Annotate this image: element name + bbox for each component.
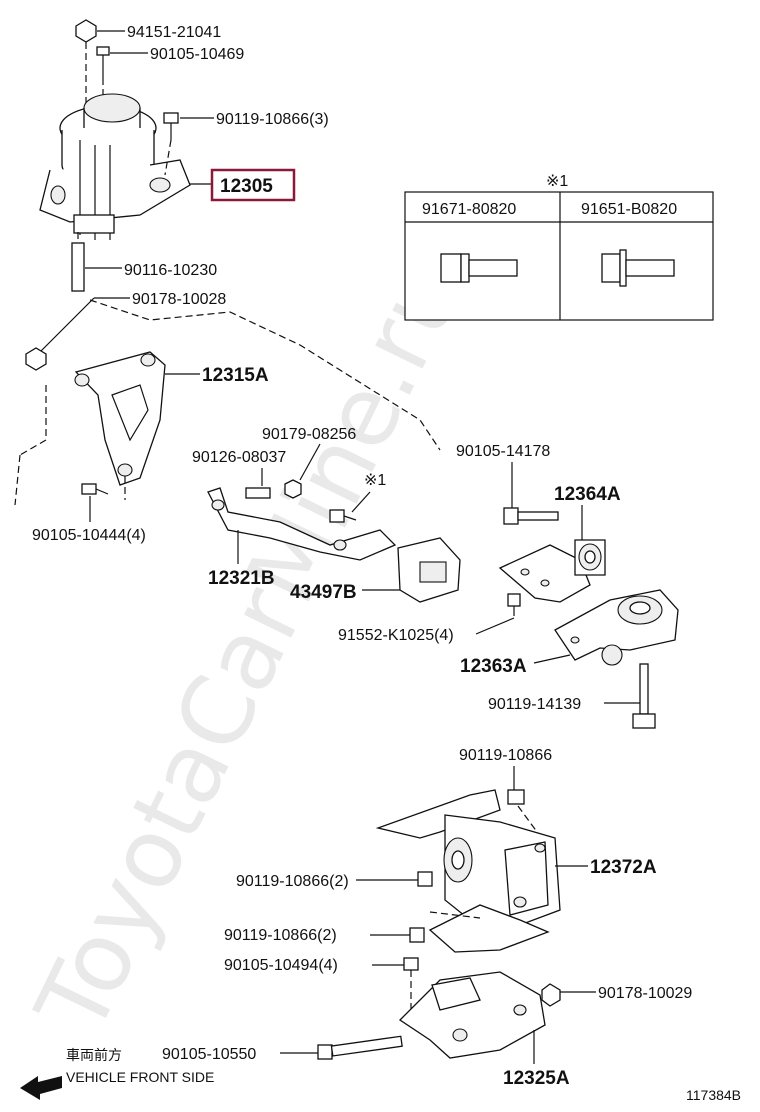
mount-12305-group [39,19,191,292]
vehicle-front-arrow-icon [20,1076,62,1100]
callout-12372A: 12372A [590,857,657,878]
washer-bolt-icon [601,249,675,287]
bolt-90105-10550-icon [317,1035,403,1060]
callout-90116-10230: 90116-10230 [124,262,217,279]
callout-12315A: 12315A [202,365,269,386]
callout-90105-10494-4: 90105-10494(4) [224,957,338,974]
damper-43497B-icon [397,537,461,603]
nut-90178-10029-icon [541,983,561,1007]
direction-en: VEHICLE FRONT SIDE [66,1069,214,1085]
bolt-90105-10469-icon [96,46,110,56]
stud-90116-icon [71,242,85,292]
diagram-id: 117384B [686,1087,741,1103]
bracket-12364A-icon [498,539,606,603]
callout-12305: 12305 [220,176,273,197]
bolt-90119-14139-icon [632,663,656,729]
bracket-12325A-icon [398,971,546,1059]
callout-90119-14139: 90119-14139 [488,696,581,713]
bolt-90105-10494-icon [403,957,419,971]
bolt-90119-10866-3-icon [163,112,179,124]
flange-bolt-icon [440,253,518,283]
table-col2-header: 91651-B0820 [581,201,677,218]
callout-90105-14178: 90105-14178 [456,443,550,460]
bracket-12363A-icon [554,589,679,666]
callout-90119-10866: 90119-10866 [459,747,552,764]
callout-12364A: 12364A [554,484,621,505]
bolt-90105-10444-icon [81,483,97,495]
callout-12325A: 12325A [503,1068,570,1089]
bolt-note1-icon [329,509,345,523]
bolt-91552-icon [507,593,521,607]
nut-94151-icon [75,19,97,43]
highlight-box-12305 [210,168,296,202]
callout-90179-08256: 90179-08256 [262,426,356,443]
nut-90178-10028-icon [25,347,47,371]
mount-12372A-icon [375,789,561,953]
engine-mount-12305-icon [39,93,191,240]
callout-90119-10866-2a: 90119-10866(2) [236,873,349,890]
table-note: ※1 [546,173,568,190]
callout-note1-a: ※1 [364,472,386,489]
callout-90119-10866-3: 90119-10866(3) [216,111,329,128]
bracket-12315A-icon [74,351,166,486]
bolt-90119-10866-2b-icon [409,927,425,943]
table-col1-header: 91671-80820 [422,201,516,218]
direction-jp: 車両前方 [66,1047,122,1063]
callout-12363A: 12363A [460,656,527,677]
callout-90105-10469: 90105-10469 [150,46,244,63]
callout-94151-21041: 94151-21041 [127,24,221,41]
bolt-90119-10866-2a-icon [417,871,433,887]
callout-90178-10028: 90178-10028 [132,291,226,308]
stud-90126-icon [245,487,271,499]
callout-90126-08037: 90126-08037 [192,449,286,466]
bracket-12321B-icon [207,487,397,561]
callout-43497B: 43497B [290,582,357,603]
callout-90105-10550: 90105-10550 [162,1046,256,1063]
callout-12321B: 12321B [208,568,275,589]
nut-90179-icon [284,479,302,499]
callout-90178-10029: 90178-10029 [598,985,692,1002]
bolt-90119-10866-icon [507,789,525,805]
bolt-90105-14178-icon [503,507,559,525]
callout-90105-10444-4: 90105-10444(4) [32,527,146,544]
callout-91552-K1025-4: 91552-K1025(4) [338,627,454,644]
callout-90119-10866-2b: 90119-10866(2) [224,927,337,944]
